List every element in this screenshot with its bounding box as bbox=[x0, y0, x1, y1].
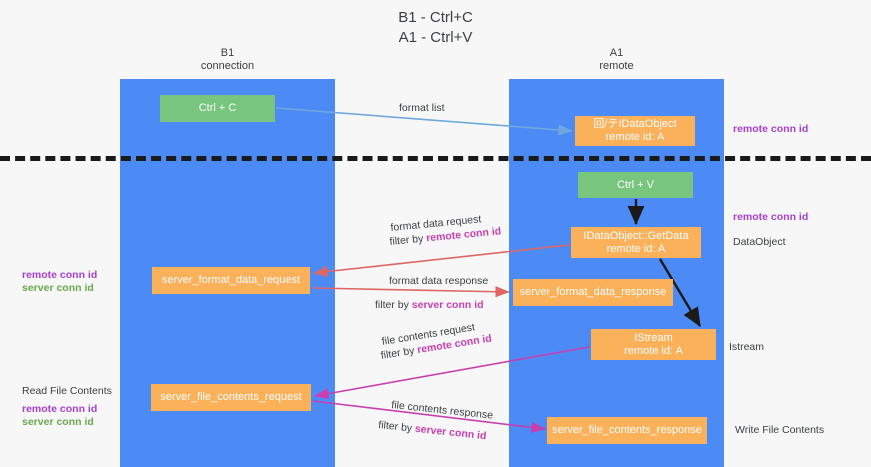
lane-header-a1-name: A1 bbox=[609, 47, 624, 59]
arrow-format-data-request bbox=[313, 244, 570, 278]
node-ctrl-v[interactable]: Ctrl + V bbox=[578, 172, 693, 198]
annotation-left-conn-ids-bottom: remote conn id server conn id bbox=[22, 403, 97, 429]
node-getdata-label: IDataObject::GetData bbox=[583, 229, 689, 242]
lane-header-b1-name: B1 bbox=[220, 47, 235, 59]
node-ctrl-c[interactable]: Ctrl + C bbox=[160, 95, 275, 122]
annotation-right-remote-conn-id-mid: remote conn id bbox=[733, 211, 809, 223]
annotation-read-file-contents: Read File Contents bbox=[22, 385, 112, 397]
annotation-server-conn-id: server conn id bbox=[22, 282, 94, 294]
node-server-format-data-request[interactable]: server_format_data_request bbox=[152, 267, 310, 294]
node-getdata-sub: remote id: A bbox=[606, 242, 666, 255]
edge-label-filter-server-conn-id-1: filter by server conn id bbox=[375, 299, 484, 311]
node-getdata[interactable]: IDataObject::GetData remote id: A bbox=[571, 227, 701, 258]
page-title: B1 - Ctrl+C A1 - Ctrl+V bbox=[0, 8, 871, 48]
node-istream[interactable]: IStream remote id: A bbox=[591, 329, 716, 360]
node-istream-sub: remote id: A bbox=[624, 344, 683, 357]
arrow-file-contents-response bbox=[312, 400, 546, 433]
title-line-2: A1 - Ctrl+V bbox=[398, 29, 473, 46]
edge-label-format-data-response: format data response bbox=[389, 275, 489, 287]
node-ctrl-c-label: Ctrl + C bbox=[198, 102, 237, 114]
edge-label-format-list: format list bbox=[399, 102, 445, 114]
annotation-server-conn-id: server conn id bbox=[22, 416, 94, 428]
lane-header-b1-role: connection bbox=[200, 60, 255, 72]
arrow-file-contents-request bbox=[314, 346, 590, 400]
node-server-file-contents-request-label: server_file_contents_request bbox=[160, 391, 302, 403]
annotation-remote-conn-id: remote conn id bbox=[22, 403, 98, 415]
lane-header-a1-role: remote bbox=[599, 60, 634, 72]
node-server-file-contents-request[interactable]: server_file_contents_request bbox=[151, 384, 311, 411]
arrow-getdata-to-istream bbox=[658, 258, 702, 328]
arrow-format-list bbox=[275, 107, 573, 136]
annotation-right-remote-conn-id-top: remote conn id bbox=[733, 123, 809, 135]
arrow-format-data-response bbox=[312, 286, 510, 298]
highlight-server-conn-id: server conn id bbox=[411, 299, 484, 311]
annotation-istream: Istream bbox=[729, 341, 765, 353]
node-istream-label: IStream bbox=[634, 331, 673, 344]
annotation-remote-conn-id: remote conn id bbox=[22, 269, 98, 281]
node-server-format-data-response[interactable]: server_format_data_response bbox=[513, 279, 673, 306]
node-server-file-contents-response-label: server_file_contents_response bbox=[552, 424, 702, 436]
lane-header-b1: B1 connection bbox=[120, 47, 335, 73]
annotation-left-conn-ids-mid: remote conn id server conn id bbox=[22, 269, 97, 295]
phase-divider bbox=[0, 156, 871, 161]
node-server-file-contents-response[interactable]: server_file_contents_response bbox=[547, 417, 707, 444]
title-line-1: B1 - Ctrl+C bbox=[398, 9, 473, 26]
annotation-dataobject: DataObject bbox=[733, 236, 786, 248]
node-idataobject-label: 回/テIDataObject bbox=[593, 118, 677, 130]
lane-header-a1: A1 remote bbox=[509, 47, 724, 73]
node-idataobject-sub: remote id: A bbox=[605, 131, 665, 143]
annotation-write-file-contents: Write File Contents bbox=[735, 424, 825, 436]
node-server-format-data-request-label: server_format_data_request bbox=[161, 274, 301, 286]
node-ctrl-v-label: Ctrl + V bbox=[617, 178, 654, 191]
node-server-format-data-response-label: server_format_data_response bbox=[519, 286, 667, 298]
node-idataobject[interactable]: 回/テIDataObject remote id: A bbox=[575, 116, 695, 146]
